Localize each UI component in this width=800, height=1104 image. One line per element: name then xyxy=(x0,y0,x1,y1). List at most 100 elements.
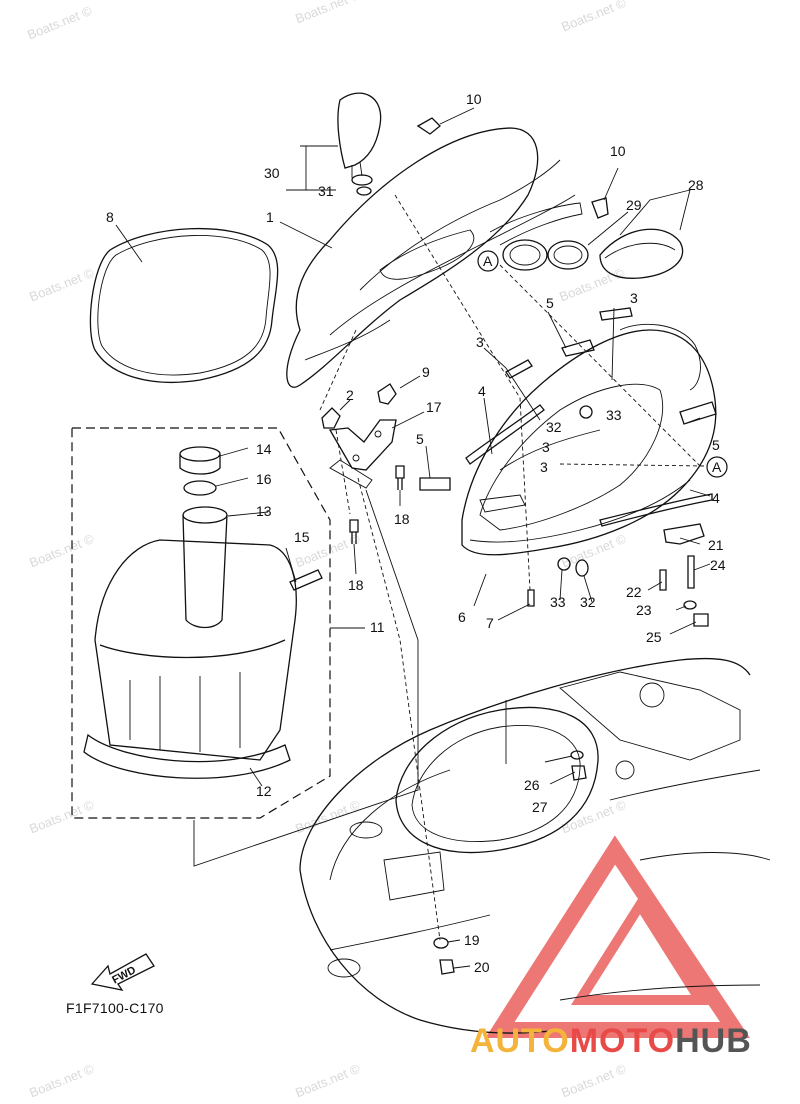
part-11-storage-box xyxy=(83,539,297,779)
part-10-clip xyxy=(591,197,609,219)
label-30: 30 xyxy=(264,165,280,181)
label-27: 27 xyxy=(532,799,548,815)
label-10: 10 xyxy=(466,91,482,107)
part-28-lid xyxy=(599,228,684,279)
reference-marker-a: A xyxy=(706,456,728,478)
part-5-decal xyxy=(679,401,717,425)
part-33-nut xyxy=(557,557,571,571)
part-33-nut xyxy=(579,405,593,419)
svg-text:A: A xyxy=(483,253,493,269)
meter-gasket-inner xyxy=(509,244,541,266)
label-23: 23 xyxy=(636,602,652,618)
label-26: 26 xyxy=(524,777,540,793)
part-14-cap xyxy=(179,446,221,475)
reference-marker-a: A xyxy=(477,250,499,272)
label-9: 9 xyxy=(422,364,430,380)
part-19-washer xyxy=(433,937,449,949)
label-31: 31 xyxy=(318,183,334,199)
brand-part-hub: HUB xyxy=(675,1022,752,1060)
label-33: 33 xyxy=(606,407,622,423)
meter-gasket xyxy=(502,239,548,271)
label-3: 3 xyxy=(630,290,638,306)
label-16: 16 xyxy=(256,471,272,487)
part-32-grommet xyxy=(575,559,589,577)
part-4-decal xyxy=(465,404,545,465)
part-20-nut xyxy=(439,959,455,975)
brand-logo-graphic xyxy=(485,835,750,1038)
part-18-bolt xyxy=(349,519,359,544)
forward-arrow-icon: FWD xyxy=(90,953,155,991)
diagram-code: F1F7100-C170 xyxy=(66,1000,164,1016)
part-21-bracket xyxy=(663,523,705,545)
label-5: 5 xyxy=(416,431,424,447)
label-11: 11 xyxy=(370,619,385,635)
label-28: 28 xyxy=(688,177,704,193)
part-26-washer xyxy=(570,750,584,760)
label-2: 2 xyxy=(346,387,354,403)
label-15: 15 xyxy=(294,529,310,545)
part-labels: 1 2 3 3 3 3 4 4 5 5 5 6 7 8 9 10 10 11 1… xyxy=(106,91,726,975)
part-24-bolt xyxy=(687,555,695,589)
label-32: 32 xyxy=(546,419,562,435)
label-12: 12 xyxy=(256,783,272,799)
part-2-bracket xyxy=(321,407,341,429)
label-18: 18 xyxy=(348,577,364,593)
part-5-decal xyxy=(419,477,451,491)
label-13: 13 xyxy=(256,503,272,519)
part-30-backrest xyxy=(337,92,382,186)
label-19: 19 xyxy=(464,932,480,948)
part-29-gasket xyxy=(547,240,589,270)
label-3: 3 xyxy=(542,439,550,455)
part-27-nut xyxy=(571,765,587,781)
part-13-tube xyxy=(182,506,228,629)
part-5-decal xyxy=(561,339,595,357)
part-22-screw xyxy=(659,569,667,591)
part-29-gasket-inner xyxy=(553,245,583,265)
label-18: 18 xyxy=(394,511,410,527)
brand-logo-text: AUTOMOTOHUB xyxy=(470,1022,752,1061)
brand-part-moto: MOTO xyxy=(569,1022,676,1060)
part-3-decal xyxy=(505,359,533,379)
label-32: 32 xyxy=(580,594,596,610)
part-10-clip xyxy=(416,117,441,135)
label-8: 8 xyxy=(106,209,114,225)
label-25: 25 xyxy=(646,629,662,645)
part-1-cover xyxy=(286,127,583,388)
label-20: 20 xyxy=(474,959,490,975)
part-4-decal xyxy=(599,493,713,527)
part-11-box-outline xyxy=(71,427,331,819)
label-17: 17 xyxy=(426,399,442,415)
part-15-bolt xyxy=(289,569,323,591)
part-9-bracket xyxy=(377,383,397,405)
part-18-bolt xyxy=(395,465,405,490)
label-6: 6 xyxy=(458,609,466,625)
label-22: 22 xyxy=(626,584,642,600)
label-14: 14 xyxy=(256,441,272,457)
part-6-deck-cover xyxy=(461,323,717,556)
label-29: 29 xyxy=(626,197,642,213)
brand-part-auto: AUTO xyxy=(470,1022,570,1060)
label-4: 4 xyxy=(478,383,486,399)
hull-deck xyxy=(299,657,771,1034)
svg-text:A: A xyxy=(712,459,722,475)
part-23-washer xyxy=(683,600,697,610)
label-5: 5 xyxy=(546,295,554,311)
label-33: 33 xyxy=(550,594,566,610)
label-5: 5 xyxy=(712,437,720,453)
leader-lines xyxy=(115,107,711,969)
label-4: 4 xyxy=(712,490,720,506)
fwd-label: FWD xyxy=(110,964,138,986)
label-3: 3 xyxy=(540,459,548,475)
part-16-oring xyxy=(183,480,217,496)
part-17-hinge xyxy=(328,419,397,489)
part-25-nut xyxy=(693,613,709,627)
label-24: 24 xyxy=(710,557,726,573)
label-7: 7 xyxy=(486,615,494,631)
label-21: 21 xyxy=(708,537,724,553)
part-31-washer xyxy=(356,186,372,196)
part-7-screw xyxy=(527,589,535,607)
label-1: 1 xyxy=(266,209,274,225)
label-3: 3 xyxy=(476,334,484,350)
part-8-seal xyxy=(89,227,279,383)
